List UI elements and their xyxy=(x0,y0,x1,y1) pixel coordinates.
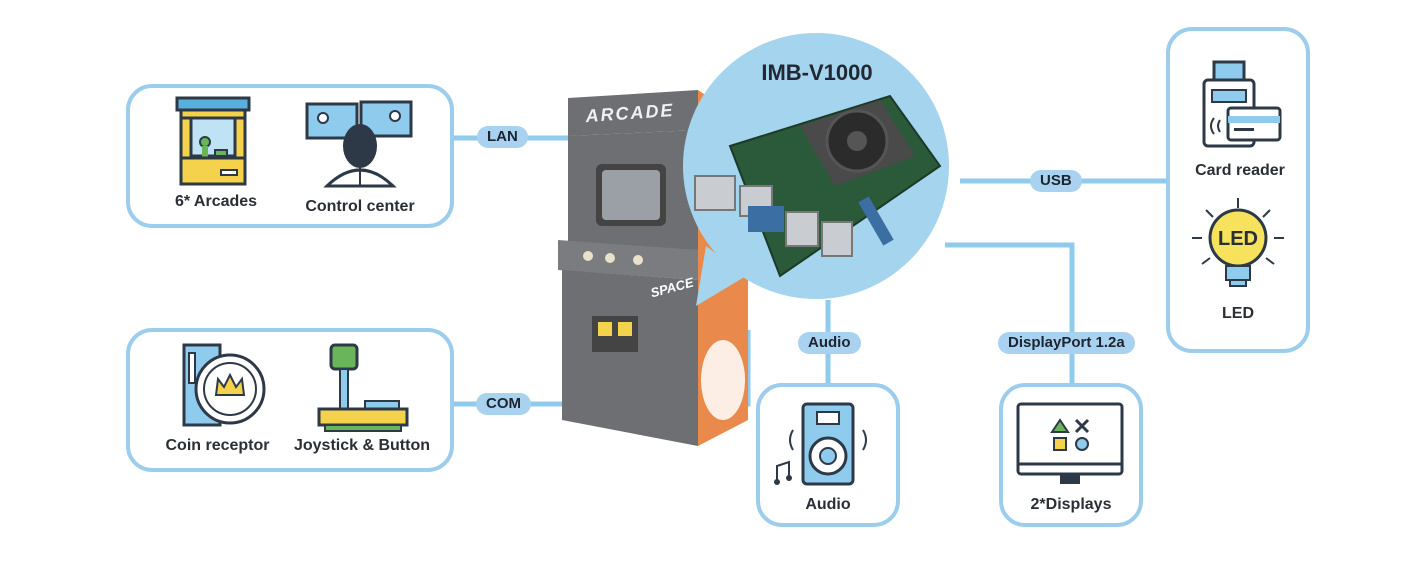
audio-label: Audio xyxy=(805,496,851,513)
com-pill: COM xyxy=(476,393,531,415)
card-reader-label: Card reader xyxy=(1195,162,1285,179)
led-bulb-icon xyxy=(1192,198,1284,287)
display-icon xyxy=(1016,402,1124,484)
lan-pill: LAN xyxy=(477,126,528,148)
displayport-pill: DisplayPort 1.2a xyxy=(998,332,1135,354)
coin-receptor-icon xyxy=(182,343,266,427)
motherboard-icon xyxy=(694,94,942,278)
card-reader-icon xyxy=(1202,60,1282,148)
board-title: IMB-V1000 xyxy=(761,60,873,85)
displays-label: 2*Displays xyxy=(1030,496,1112,513)
joystick-icon xyxy=(317,343,409,432)
arcade-booth-icon xyxy=(175,96,251,186)
led-bulb-text: LED xyxy=(1218,228,1258,250)
usb-pill: USB xyxy=(1030,170,1082,192)
audio-pill: Audio xyxy=(798,332,861,354)
led-label: LED xyxy=(1222,305,1254,322)
control-center-icon xyxy=(305,100,413,188)
joystick-button-label: Joystick & Button xyxy=(293,437,430,454)
coin-receptor-label: Coin receptor xyxy=(165,437,270,454)
arcades-label: 6* Arcades xyxy=(174,193,258,210)
speaker-icon xyxy=(774,402,867,486)
control-center-label: Control center xyxy=(305,198,415,215)
com-line xyxy=(452,330,751,407)
